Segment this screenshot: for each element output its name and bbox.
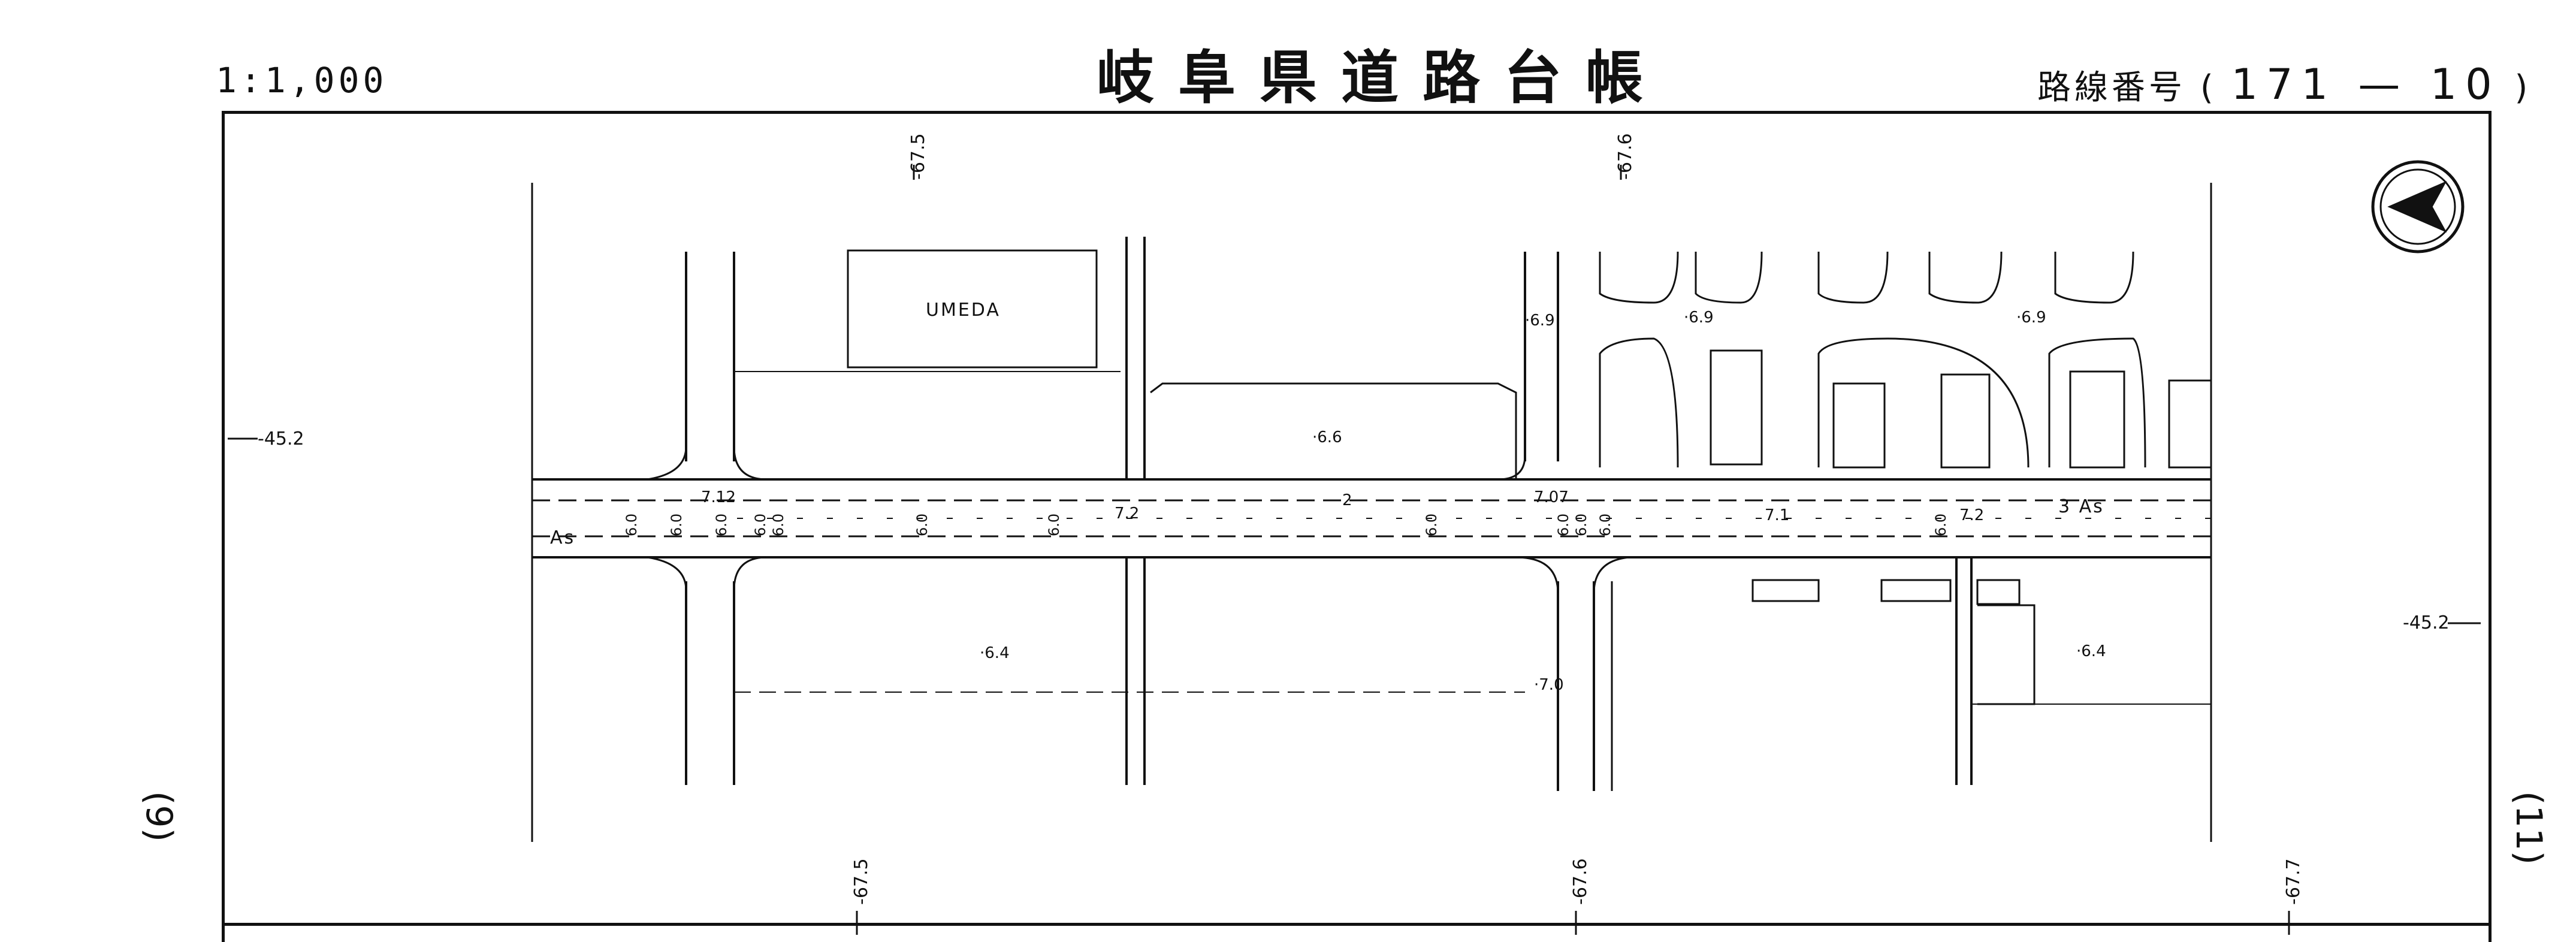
road-width: 6.0	[713, 513, 730, 536]
map-scale: 1:1,000	[216, 60, 388, 101]
surface-label: 3 As	[2058, 496, 2104, 517]
corner-curve	[647, 556, 687, 591]
grid-label-bottom-3: -67.7	[2283, 858, 2304, 905]
road-width: 6.0	[1932, 513, 1949, 536]
spot-height: 7.1	[1765, 506, 1790, 524]
spot-height: ·6.4	[980, 644, 1010, 662]
spot-height: ·6.9	[2016, 309, 2046, 327]
bottom-border	[222, 923, 2492, 926]
grid-label-top-2: -67.6	[1615, 133, 1636, 180]
spot-height: 7.12	[701, 488, 736, 506]
house-outline	[2168, 379, 2212, 469]
spot-height: ·7.0	[1534, 676, 1564, 694]
road-width: 6.0	[914, 513, 931, 536]
road-width: 6.0	[1046, 513, 1062, 536]
grid-label-top-1: -67.5	[908, 133, 929, 180]
umeda-building	[847, 249, 1098, 369]
spot-height: 7.2	[1959, 506, 1985, 524]
structure-outline	[1976, 579, 2021, 605]
grid-label-bottom-1: -67.5	[851, 858, 872, 905]
spot-height: ·6.9	[1525, 312, 1555, 330]
corner-curve	[1497, 455, 1526, 481]
corner-curve	[733, 446, 768, 481]
route-open-paren: (	[2200, 68, 2217, 107]
grid-label-bottom-2: -67.6	[1570, 858, 1591, 905]
spot-height: 7.2	[1115, 505, 1140, 523]
route-number: 路線番号 ( 171 — 10 )	[2037, 60, 2531, 109]
corner-curve	[1515, 556, 1559, 594]
parcel-outline	[1599, 251, 1679, 304]
building-name: UMEDA	[926, 300, 1001, 321]
parcel-outline	[1695, 251, 1763, 304]
north-arrow-icon	[2371, 160, 2465, 253]
house-outline	[1832, 382, 1886, 469]
grid-label-right: -45.2	[2403, 612, 2450, 633]
parcel-outline	[1599, 337, 1679, 468]
spot-height: ·6.9	[1684, 309, 1714, 327]
corner-curve	[1593, 556, 1630, 594]
map-frame	[222, 111, 2492, 942]
structure-outline	[1880, 579, 1952, 602]
road-width: 6.0	[1573, 513, 1590, 536]
corner-curve	[733, 556, 768, 591]
parcel-outline	[1817, 337, 2030, 468]
road-width: 6.0	[770, 513, 787, 536]
house-outline	[2069, 370, 2125, 469]
house-outline	[1710, 349, 1763, 466]
grid-label-left: -45.2	[258, 428, 304, 449]
road-width: 6.0	[668, 513, 685, 536]
road-width: 6.0	[1555, 513, 1572, 536]
house-outline	[1977, 604, 2036, 705]
road-width: 6.0	[623, 513, 640, 536]
structure-outline	[1751, 579, 1820, 602]
spot-height: ·6.6	[1312, 428, 1342, 446]
north-arrow-pointer	[2387, 180, 2447, 233]
surface-label: As	[550, 527, 576, 548]
spot-height: 7.07	[1534, 488, 1569, 506]
parcel-outline	[2048, 337, 2146, 468]
route-label: 路線番号	[2037, 68, 2186, 107]
route-number-value: 171 — 10	[2231, 60, 2500, 109]
route-close-paren: )	[2514, 68, 2532, 107]
spot-height: ·6.4	[2076, 642, 2106, 660]
house-outline	[1940, 373, 1991, 469]
road-width: 6.0	[752, 513, 769, 536]
spot-height: 2	[1342, 491, 1352, 509]
parcel-outline	[2054, 251, 2134, 304]
road-width: 6.0	[1597, 513, 1614, 536]
map-title: 岐阜県道路台帳	[1097, 44, 1667, 111]
fence-line	[1150, 382, 1517, 479]
corner-curve	[647, 446, 687, 481]
road-width: 6.0	[1423, 513, 1440, 536]
parcel-outline	[1928, 251, 2003, 304]
parcel-outline	[1817, 251, 1889, 304]
